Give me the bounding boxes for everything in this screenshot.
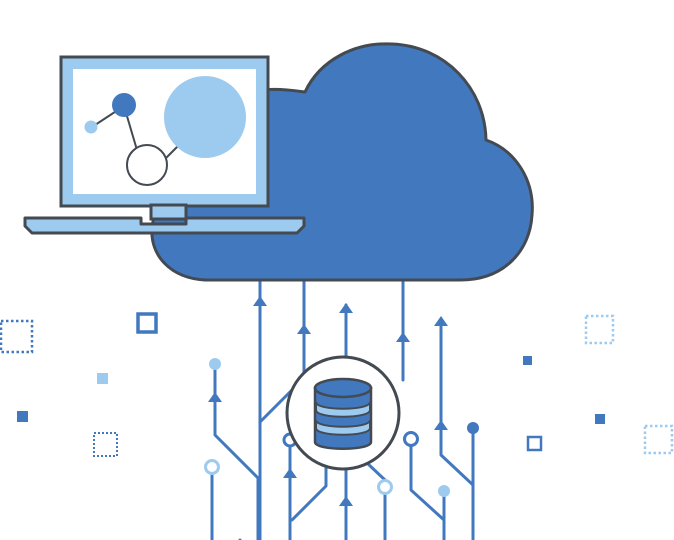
small-node-icon [84,120,98,134]
square-icon [523,356,532,365]
square-icon [136,312,158,334]
square-icon [526,435,543,452]
circuit-node-icon [377,479,393,495]
arrow-up-icon [339,303,353,313]
large-node-icon [164,76,246,158]
square-icon [584,314,615,345]
square-icon [97,373,108,384]
square-icon [0,319,34,354]
square-icon [93,432,118,457]
square-icon [17,411,28,422]
decorative-squares [0,312,674,457]
medium-node-icon [112,93,136,117]
circuit-node-icon [403,431,419,447]
outline-node-icon [126,144,168,186]
laptop-hinge [149,203,188,221]
circuit-node-icon [204,459,220,475]
circuit-node-icon [467,422,479,434]
laptop-icon [23,55,306,235]
circuit-lines-icon [210,280,475,540]
arrow-up-icon [283,468,297,478]
square-icon [643,424,674,455]
arrow-up-icon [396,332,410,342]
arrow-up-icon [253,296,267,306]
square-icon [595,414,605,424]
arrow-up-icon [434,420,448,430]
database-icon [285,355,401,471]
arrow-up-icon [297,324,311,334]
network-nodes-icon [84,76,246,186]
arrow-up-icon [339,496,353,506]
circuit-node-icon [209,358,221,370]
arrow-up-icon [208,392,222,402]
circuit-arrow-icons [208,296,448,506]
laptop-base [23,216,306,235]
arrow-up-icon [434,316,448,326]
circuit-node-icon [438,485,450,497]
